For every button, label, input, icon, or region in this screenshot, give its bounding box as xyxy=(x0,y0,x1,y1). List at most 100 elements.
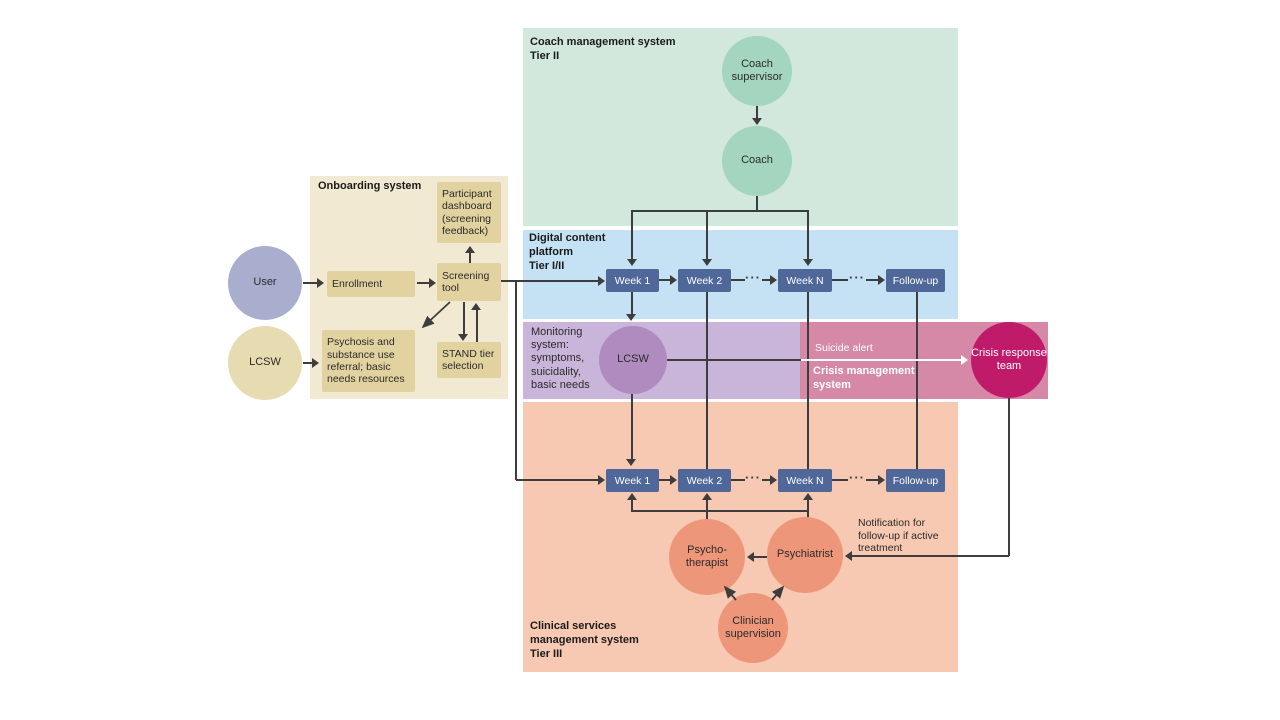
weekN-box-bottom: Week N xyxy=(778,469,832,492)
connector xyxy=(1008,398,1010,556)
arrowhead xyxy=(702,493,712,500)
arrowhead xyxy=(312,358,319,368)
coach-label: Coach xyxy=(741,154,773,167)
user-label: User xyxy=(253,276,277,289)
connector xyxy=(631,210,809,212)
week2-box-bottom: Week 2 xyxy=(678,469,731,492)
arrowhead xyxy=(670,275,677,285)
connector xyxy=(807,210,809,260)
arrowhead xyxy=(803,259,813,266)
arrowhead xyxy=(878,475,885,485)
lcsw-left-label: LCSW xyxy=(249,356,281,369)
lcsw-left-circle: LCSW xyxy=(228,326,302,400)
followup-box-top: Follow-up xyxy=(886,269,945,292)
crisis-system-title: Crisis management system xyxy=(813,365,915,391)
connector xyxy=(731,479,745,481)
connector xyxy=(706,210,708,260)
connector xyxy=(631,210,633,260)
connector xyxy=(631,394,633,460)
arrowhead xyxy=(752,118,762,125)
weekN-label: Week N xyxy=(786,474,824,487)
psychiatrist-circle: Psychiatrist xyxy=(767,517,843,593)
connector xyxy=(807,292,809,470)
arrowhead xyxy=(770,475,777,485)
week2-box-top: Week 2 xyxy=(678,269,731,292)
arrowhead xyxy=(803,493,813,500)
ellipsis: ··· xyxy=(849,470,865,485)
lcsw-monitor-label: LCSW xyxy=(617,353,649,366)
referral-label: Psychosis and substance use referral; ba… xyxy=(327,336,405,386)
clinical-system-title: Clinical services management system Tier… xyxy=(530,620,646,661)
digital-platform-title: Digital content platform Tier I/II xyxy=(529,232,613,273)
connector xyxy=(706,499,708,520)
participant-dashboard-box: Participant dashboard (screening feedbac… xyxy=(437,182,501,243)
connector xyxy=(916,292,918,470)
clinician-supervision-label: Clinician supervision xyxy=(725,614,781,640)
coach-system-title: Coach management system Tier II xyxy=(530,36,690,64)
connector xyxy=(832,479,848,481)
week1-label: Week 1 xyxy=(614,274,651,287)
coach-system-title-text: Coach management system xyxy=(530,36,676,48)
arrowhead xyxy=(770,275,777,285)
followup-box-bottom: Follow-up xyxy=(886,469,945,492)
connector xyxy=(476,306,478,343)
connector xyxy=(515,280,517,480)
arrowhead xyxy=(471,303,481,310)
arrowhead xyxy=(627,493,637,500)
suicide-alert-arrowhead xyxy=(961,355,968,365)
arrowhead xyxy=(627,259,637,266)
notification-label: Notification for follow-up if active tre… xyxy=(858,517,939,555)
weekN-box-top: Week N xyxy=(778,269,832,292)
arrowhead xyxy=(317,278,324,288)
enrollment-label: Enrollment xyxy=(332,277,383,290)
ellipsis: ··· xyxy=(849,270,865,285)
suicide-alert-arrow-line xyxy=(801,359,962,361)
psychiatrist-label: Psychiatrist xyxy=(776,548,834,561)
week1-box-bottom: Week 1 xyxy=(606,469,659,492)
connector xyxy=(463,302,465,336)
user-circle: User xyxy=(228,246,302,320)
referral-box: Psychosis and substance use referral; ba… xyxy=(322,330,415,392)
connector xyxy=(516,479,599,481)
arrowhead xyxy=(465,246,475,253)
arrowhead xyxy=(702,259,712,266)
clinical-system-title-text: Clinical services management system xyxy=(530,620,639,646)
ellipsis: ··· xyxy=(745,270,761,285)
arrowhead xyxy=(878,275,885,285)
screening-tool-box: Screening tool xyxy=(437,263,501,301)
arrowhead xyxy=(458,334,468,341)
connector xyxy=(756,106,758,119)
connector xyxy=(631,510,809,512)
connector xyxy=(469,247,471,263)
stand-tier-box: STAND tier selection xyxy=(437,342,501,378)
crisis-response-team-label: Crisis response team xyxy=(971,346,1047,372)
arrowhead xyxy=(429,278,436,288)
panel-digital-content xyxy=(523,230,958,319)
connector xyxy=(731,279,745,281)
monitoring-label: Monitoring system: symptoms, suicidality… xyxy=(531,326,590,391)
connector xyxy=(846,555,1009,557)
connector xyxy=(303,362,313,364)
digital-platform-title-text: Digital content platform xyxy=(529,232,606,258)
connector xyxy=(762,479,771,481)
coach-supervisor-label: Coach supervisor xyxy=(731,57,783,83)
connector xyxy=(631,499,633,511)
connector xyxy=(417,282,429,284)
arrowhead xyxy=(626,459,636,466)
arrowhead xyxy=(598,276,605,286)
coach-system-tier: Tier II xyxy=(530,49,560,62)
coach-circle: Coach xyxy=(722,126,792,196)
connector xyxy=(706,292,708,470)
connector xyxy=(667,359,801,361)
connector xyxy=(762,279,771,281)
followup-label: Follow-up xyxy=(892,274,939,287)
followup-label: Follow-up xyxy=(892,474,939,487)
connector xyxy=(807,499,809,518)
psychotherapist-label: Psycho-therapist xyxy=(685,543,729,569)
week1-box-top: Week 1 xyxy=(606,269,659,292)
connector xyxy=(832,279,848,281)
onboarding-title: Onboarding system xyxy=(318,180,422,192)
connector xyxy=(659,479,671,481)
participant-dashboard-label: Participant dashboard (screening feedbac… xyxy=(442,187,492,237)
